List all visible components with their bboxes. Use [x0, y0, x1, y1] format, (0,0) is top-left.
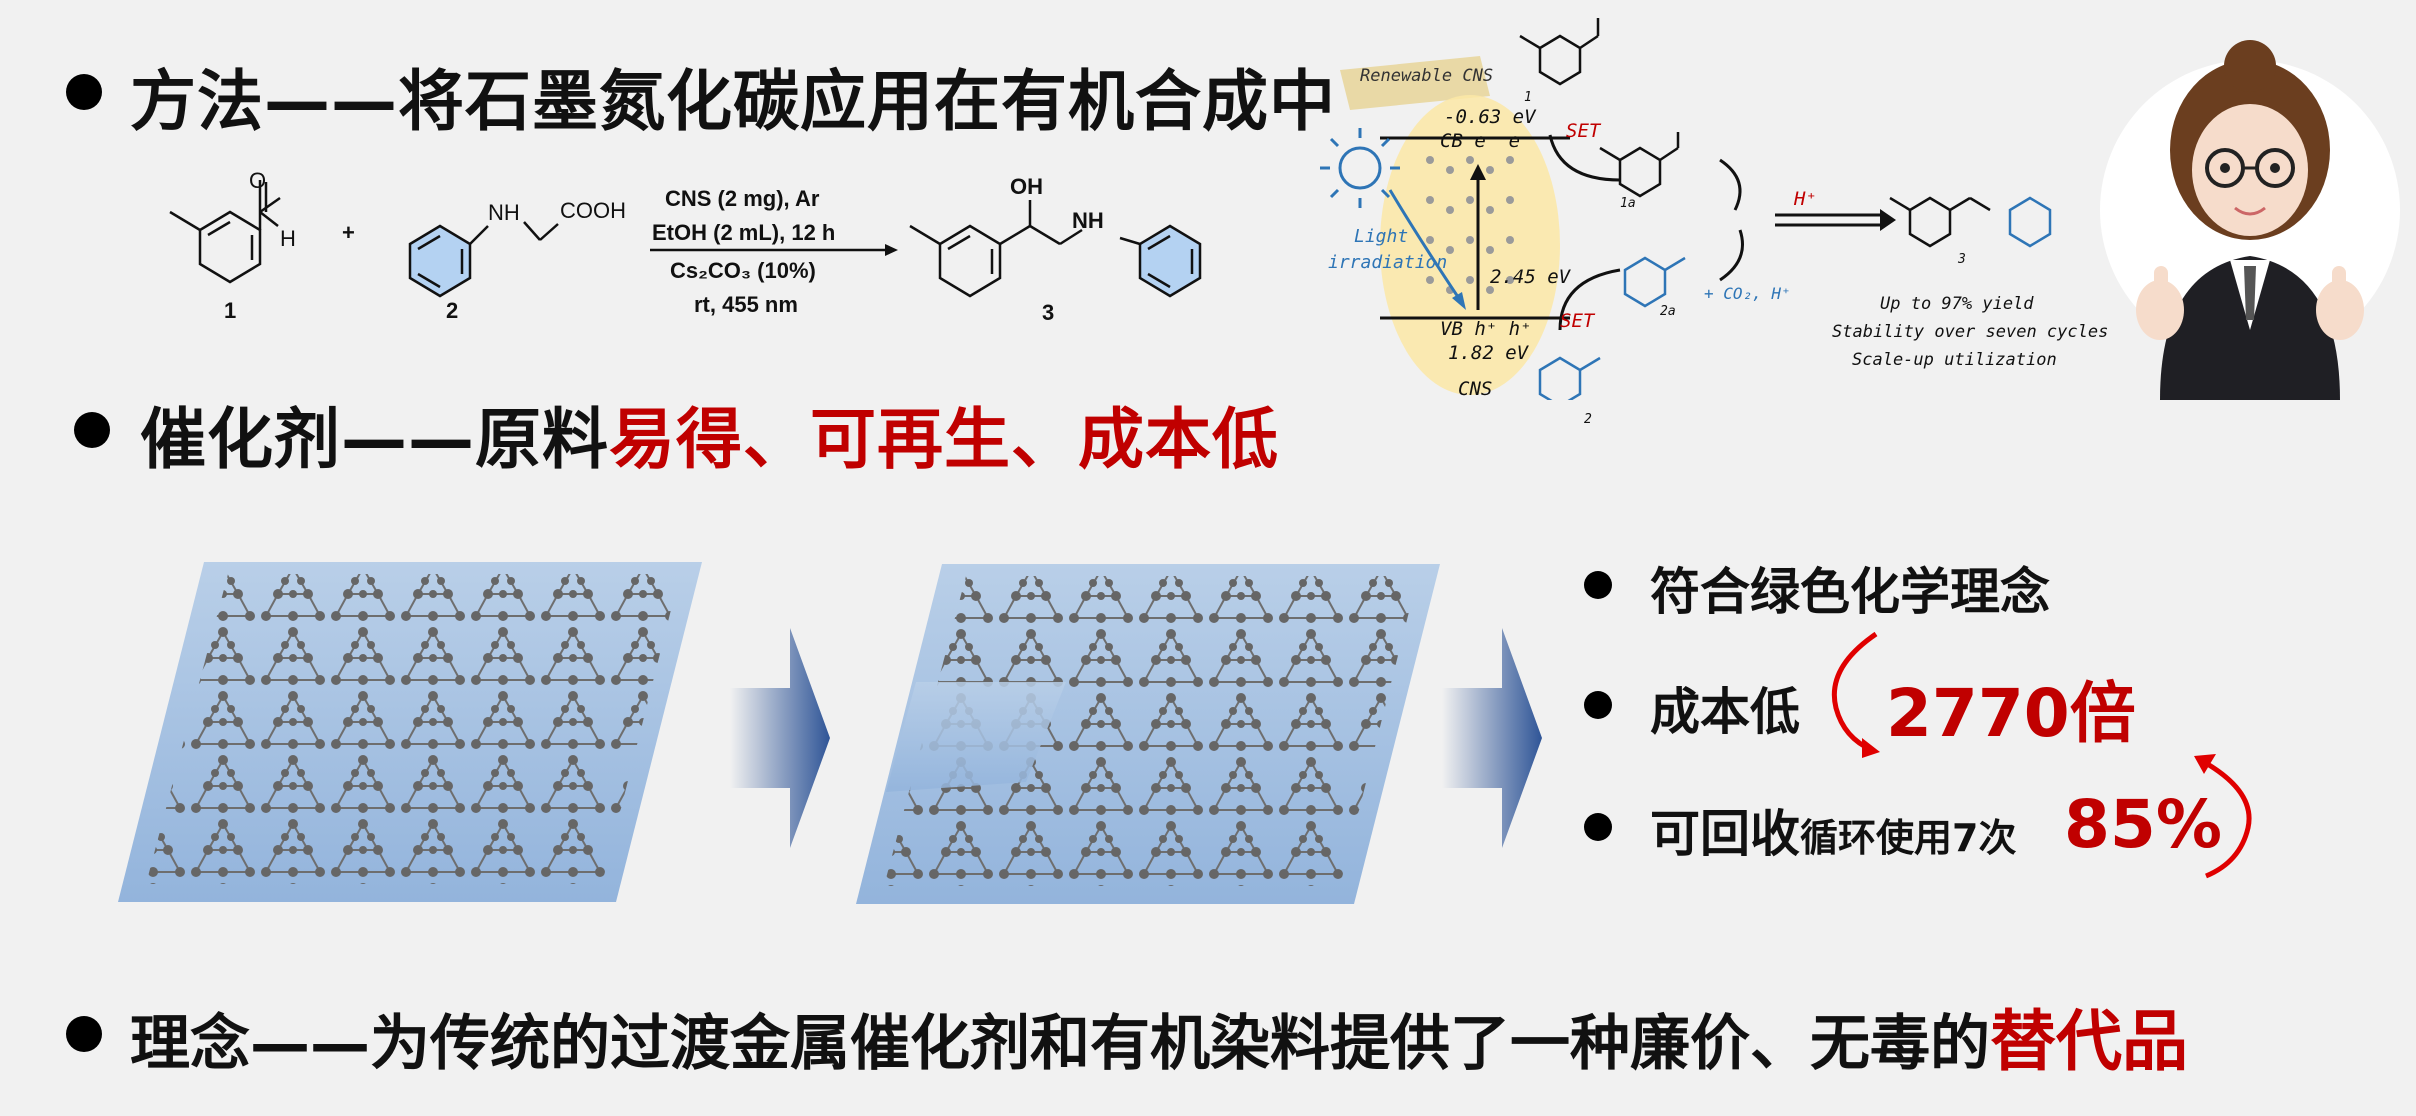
renewable-cns-label: Renewable CNS: [1360, 66, 1494, 86]
point-recyclable: 可回收循环使用7次: [1650, 794, 2016, 866]
heading-catalyst-prefix: 催化剂——原料: [140, 401, 609, 478]
result-stability: Stability over seven cycles: [1832, 322, 2109, 342]
curved-arrow-icon: [2194, 754, 2252, 879]
compound-1-label: 1: [224, 298, 237, 323]
reaction-scheme: [169, 180, 1202, 298]
condition-line-3: Cs₂CO₃ (10%): [670, 258, 816, 283]
condition-line-4: rt, 455 nm: [694, 292, 798, 317]
band-gap-label: 2.45 eV: [1490, 266, 1571, 288]
bullet-icon: [66, 74, 102, 110]
point-recyclable-label: 可回收: [1650, 805, 1800, 863]
bullet-icon: [66, 1016, 102, 1052]
compound-3-label: 3: [1042, 300, 1055, 325]
product-oh-label: OH: [1010, 174, 1043, 199]
point-green-chemistry: 符合绿色化学理念: [1650, 563, 2050, 621]
vb-potential-label: 1.82 eV: [1448, 342, 1529, 364]
point-low-cost: 成本低: [1650, 683, 1800, 741]
avatar: [2100, 40, 2400, 400]
cb-potential-label: -0.63 eV: [1444, 106, 1536, 128]
h-plus-label: H⁺: [1794, 188, 1817, 210]
co2-label: + CO₂, H⁺: [1704, 284, 1791, 303]
plus-sign: +: [342, 220, 355, 245]
heading-concept: 理念——为传统的过渡金属催化剂和有机染料提供了一种廉价、无毒的替代品: [130, 988, 2188, 1084]
mech-label-1a: 1a: [1620, 196, 1636, 211]
irradiation-label: irradiation: [1328, 252, 1448, 273]
vb-label: VB h⁺ h⁺: [1440, 318, 1532, 340]
mech-label-2: 2: [1584, 412, 1592, 427]
cost-value: 2770倍: [1886, 675, 2136, 752]
point-recyclable-detail: 循环使用7次: [1800, 816, 2017, 860]
set-top-label: SET: [1566, 120, 1601, 142]
acid-cooh-label: COOH: [560, 198, 626, 223]
heading-method: 方法——将石墨氮化碳应用在有机合成中: [130, 63, 1336, 140]
cns-panel-fresh: [118, 562, 702, 902]
heading-catalyst: 催化剂——原料易得、可再生、成本低: [140, 386, 1279, 482]
compound-2-label: 2: [446, 298, 459, 323]
aldehyde-h-label: H: [280, 226, 296, 251]
recycle-value: 85%: [2064, 786, 2222, 863]
result-yield: Up to 97% yield: [1880, 294, 2034, 314]
mechanism-figure: [1320, 18, 2052, 400]
mech-label-2a: 2a: [1660, 304, 1676, 319]
bullet-icon: [74, 412, 110, 448]
mech-label-3: 3: [1958, 252, 1966, 267]
mech-label-1: 1: [1524, 90, 1532, 105]
amine-nh-label: NH: [488, 200, 520, 225]
bullet-icon: [1584, 691, 1612, 719]
cb-label: CB e⁻ e⁻: [1440, 130, 1532, 152]
bullet-icon: [1584, 571, 1612, 599]
cns-label: CNS: [1458, 378, 1493, 400]
cns-panel-recycled: [856, 564, 1440, 904]
heading-concept-highlight: 替代品: [1990, 1003, 2188, 1080]
curved-arrow-icon: [1831, 631, 1880, 758]
aldehyde-oxygen-label: O: [249, 168, 267, 193]
heading-catalyst-highlight: 易得、可再生、成本低: [609, 401, 1279, 478]
condition-line-2: EtOH (2 mL), 12 h: [652, 220, 836, 245]
product-nh-label: NH: [1072, 208, 1104, 233]
bullet-icon: [1584, 813, 1612, 841]
transition-arrow: [730, 628, 830, 848]
condition-line-1: CNS (2 mg), Ar: [665, 186, 820, 211]
light-label: Light: [1354, 226, 1409, 247]
set-bottom-label: SET: [1560, 310, 1595, 332]
heading-concept-prefix: 理念——为传统的过渡金属催化剂和有机染料提供了一种廉价、无毒的: [130, 1009, 1990, 1079]
result-scaleup: Scale-up utilization: [1852, 350, 2057, 370]
transition-arrow: [1442, 628, 1542, 848]
